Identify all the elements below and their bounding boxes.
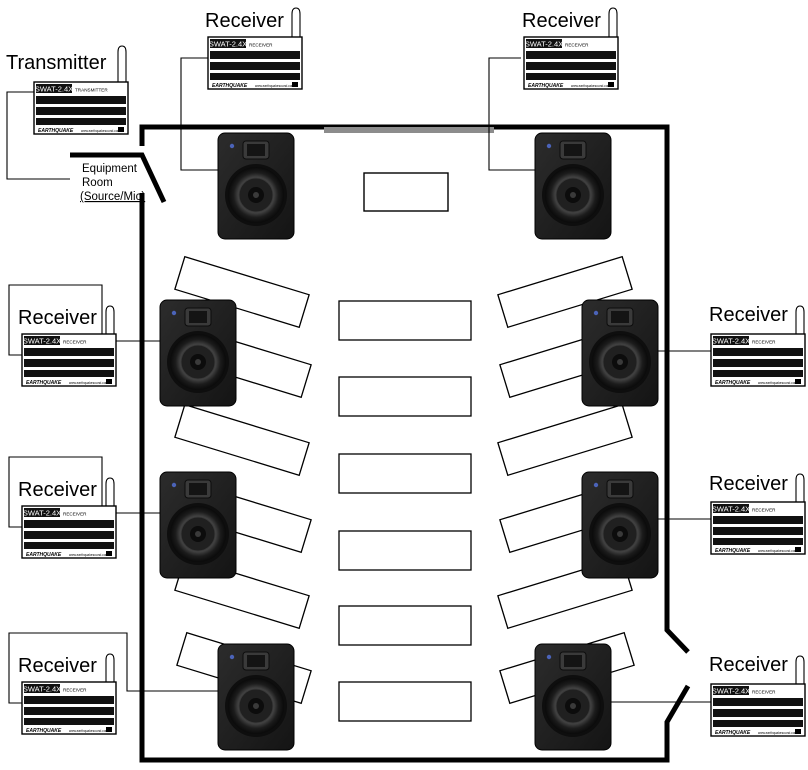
receiver-top-left: Receiver <box>205 7 303 90</box>
receiver-label: Receiver <box>522 10 601 32</box>
receiver-box <box>710 501 806 555</box>
receiver-box <box>207 36 303 90</box>
receiver-right-1: Receiver <box>709 304 806 387</box>
wire-receiver-top-left <box>180 57 218 171</box>
speaker-rear-right <box>534 643 612 751</box>
receiver-box <box>21 505 117 559</box>
speaker-right-2 <box>581 471 659 579</box>
equipment-room-wall <box>70 152 167 204</box>
receiver-right-2: Receiver <box>709 473 806 555</box>
seat-row-center-3 <box>338 453 472 494</box>
receiver-right-3: Receiver <box>709 654 806 737</box>
wire-receiver-left-3 <box>8 632 218 704</box>
receiver-box <box>21 681 117 735</box>
receiver-left-3: Receiver <box>18 653 117 735</box>
transmitter-unit: Transmitter <box>6 45 129 135</box>
wire-transmitter <box>6 91 70 180</box>
receiver-left-1: Receiver <box>18 305 117 387</box>
seat-row-center-6 <box>338 681 472 722</box>
speaker-right-1 <box>581 299 659 407</box>
speaker-left-1 <box>159 299 237 407</box>
speaker-left-2 <box>159 471 237 579</box>
receiver-box <box>710 333 806 387</box>
equipment-room-line-1: Equipment <box>82 163 138 175</box>
receiver-label: Receiver <box>709 654 788 676</box>
stage-rect <box>363 172 449 212</box>
seat-row-left-1 <box>174 255 310 329</box>
equipment-room-line-3: (Source/Mic) <box>80 191 145 203</box>
receiver-label: Receiver <box>18 307 97 329</box>
screen <box>324 127 494 133</box>
receiver-label: Receiver <box>205 10 284 32</box>
receiver-box <box>710 683 806 737</box>
transmitter-label: Transmitter <box>6 52 107 74</box>
wire-receiver-top-right <box>488 57 535 171</box>
speaker-front-right <box>534 132 612 240</box>
receiver-box <box>523 36 619 90</box>
speaker-rear-left <box>217 643 295 751</box>
equipment-room-label: Equipment Room (Source/Mic) <box>80 163 145 203</box>
receiver-left-2: Receiver <box>18 477 117 559</box>
receiver-top-right: Receiver <box>522 7 619 90</box>
seat-row-right-3 <box>497 403 633 477</box>
receiver-label: Receiver <box>18 655 97 677</box>
seat-row-center-4 <box>338 530 472 571</box>
receiver-label: Receiver <box>709 473 788 495</box>
seat-row-center-1 <box>338 300 472 341</box>
speaker-front-left <box>217 132 295 240</box>
seat-row-left-3 <box>174 403 310 477</box>
room-wall <box>139 124 691 763</box>
receiver-label: Receiver <box>709 304 788 326</box>
equipment-room-line-2: Room <box>82 177 113 189</box>
seat-row-right-1 <box>497 255 633 329</box>
seat-row-center-5 <box>338 605 472 646</box>
seat-row-center-2 <box>338 376 472 417</box>
transmitter-box <box>33 81 129 135</box>
receiver-label: Receiver <box>18 479 97 501</box>
receiver-box <box>21 333 117 387</box>
